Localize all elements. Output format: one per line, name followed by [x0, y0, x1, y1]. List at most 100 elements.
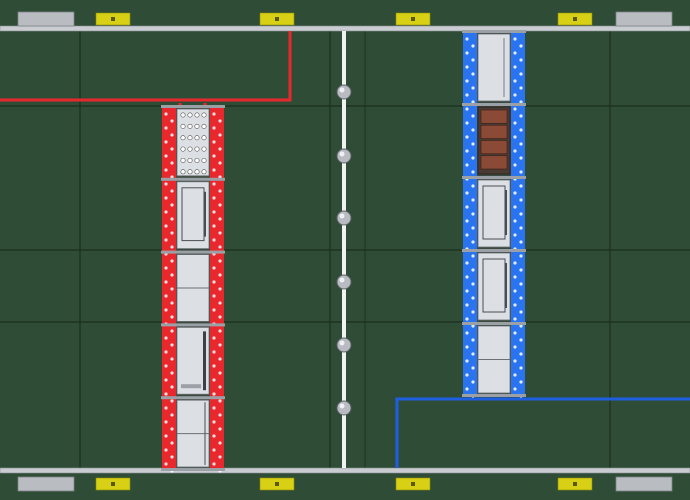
rack-rivet [465, 261, 469, 265]
connector-pin [187, 112, 193, 118]
rack-rivet [513, 37, 517, 41]
rack-rivet [212, 126, 216, 130]
rack-rivet [218, 455, 222, 459]
bus-node [336, 337, 352, 353]
rack-rivet [164, 448, 168, 452]
rack-rivet [164, 266, 168, 270]
rack-rivet [212, 392, 216, 396]
rack-side-left [162, 106, 176, 470]
rack-rivet [519, 254, 523, 258]
rack-rivet [513, 289, 517, 293]
bus-node-highlight [339, 87, 345, 93]
rack-rivet [218, 273, 222, 277]
rack-rivet [471, 72, 475, 76]
rack-rivet [465, 191, 469, 195]
rack-rivet [513, 275, 517, 279]
rail-marker-bolt [275, 482, 279, 486]
rack-separator [462, 249, 526, 252]
rack-rivet [170, 455, 174, 459]
rail-marker-bolt [411, 17, 415, 21]
rack-separator [161, 177, 225, 181]
rack-rivet [218, 357, 222, 361]
rack-rivet [513, 317, 517, 321]
rack-rivet [513, 191, 517, 195]
rack-rivet [465, 303, 469, 307]
rack-rivet [218, 301, 222, 305]
rack-rivet [164, 112, 168, 116]
rack-separator [462, 176, 526, 179]
rack-rivet [471, 268, 475, 272]
rack-rivet [471, 324, 475, 328]
rack-rivet [170, 329, 174, 333]
rack-rivet [212, 224, 216, 228]
rack-rivet [212, 210, 216, 214]
rack-rivet [465, 135, 469, 139]
rack-rivet [170, 217, 174, 221]
rail-marker-bolt [573, 482, 577, 486]
rack-rivet [519, 184, 523, 188]
rack-rivet [513, 121, 517, 125]
rack-rivet [471, 44, 475, 48]
rack-rivet [519, 324, 523, 328]
rack-rivet [471, 142, 475, 146]
rack-rivet [212, 364, 216, 368]
blue-cable [395, 397, 690, 468]
rack-rivet [513, 233, 517, 237]
module-connector-grid [176, 108, 210, 177]
rack-side-right [511, 31, 525, 396]
central-bus [336, 31, 352, 468]
connector-pin [180, 135, 186, 141]
rail-marker-bolt [573, 17, 577, 21]
rack-rivet [465, 289, 469, 293]
rack-rivet [164, 364, 168, 368]
rack-rivet [218, 287, 222, 291]
red-rack [161, 105, 225, 473]
rack-rivet [218, 119, 222, 123]
rack-rivet [212, 420, 216, 424]
rack-rivet [471, 226, 475, 230]
rack-rivet [519, 100, 523, 104]
rack-rivet [465, 37, 469, 41]
rack-rivet [513, 219, 517, 223]
bus-node-highlight [339, 403, 345, 409]
rack-rivet [519, 296, 523, 300]
rack-separator [462, 30, 526, 33]
blue-rack [462, 30, 526, 398]
rack-rivet [170, 301, 174, 305]
rack-rivet [465, 387, 469, 391]
rack-rivet [513, 163, 517, 167]
panel-handle [505, 190, 507, 235]
rack-rivet [212, 280, 216, 284]
rack-rivet [218, 217, 222, 221]
rack-rivet [170, 343, 174, 347]
brown-cell [480, 109, 508, 124]
rail-end-cap [615, 11, 673, 27]
rack-rivet [471, 114, 475, 118]
rack-rivet [519, 128, 523, 132]
rack-rivet [519, 114, 523, 118]
connector-pin [187, 157, 193, 163]
rack-rivet [212, 308, 216, 312]
connector-pin [194, 157, 200, 163]
rack-rivet [164, 406, 168, 410]
rack-rivet [513, 359, 517, 363]
rack-rivet [212, 266, 216, 270]
rack-rivet [212, 378, 216, 382]
rack-rivet [519, 282, 523, 286]
bus-node [336, 400, 352, 416]
rack-rivet [471, 198, 475, 202]
rack-rivet [164, 420, 168, 424]
rack-rivet [212, 196, 216, 200]
rack-rivet [471, 156, 475, 160]
rail-marker-bolt [411, 482, 415, 486]
connector-pin [180, 123, 186, 129]
connector-pin [187, 169, 193, 175]
rack-rivet [465, 65, 469, 69]
rack-rivet [513, 135, 517, 139]
rack-rivet [170, 427, 174, 431]
rack-rivet [164, 154, 168, 158]
connector-pin [180, 146, 186, 152]
connector-pin [187, 135, 193, 141]
rack-rivet [218, 315, 222, 319]
